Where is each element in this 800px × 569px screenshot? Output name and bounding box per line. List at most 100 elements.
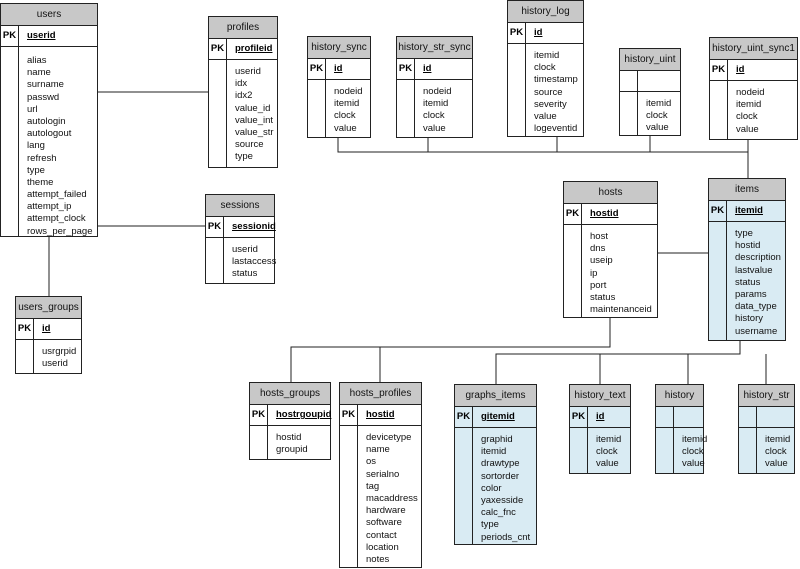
pk-label — [656, 407, 673, 427]
table-title: history_log — [508, 1, 583, 23]
field: itemid — [534, 50, 560, 61]
field: os — [366, 456, 377, 468]
field: software — [366, 517, 402, 529]
primary-key-row: PK id — [397, 59, 472, 80]
link-items-children — [495, 341, 767, 384]
field: clock — [682, 446, 704, 458]
table-title: history_uint — [620, 49, 680, 71]
pk-field — [673, 407, 703, 427]
field: value_id — [235, 102, 271, 114]
pk-label: PK — [309, 63, 324, 74]
field: value — [736, 123, 759, 135]
field: value_int — [235, 114, 274, 126]
field: nodeid — [423, 86, 452, 97]
field: lastvalue — [735, 264, 773, 276]
field: itemid — [596, 434, 622, 445]
pk-label: PK — [509, 27, 524, 38]
field: clock — [423, 110, 445, 122]
field: value — [596, 458, 619, 470]
field: idx2 — [235, 90, 253, 102]
field: serialno — [366, 468, 400, 480]
field: graphid — [481, 434, 513, 445]
field: source — [534, 86, 563, 98]
table-title: users_groups — [16, 297, 81, 319]
field: userid — [42, 358, 68, 370]
field: clock — [334, 110, 356, 122]
field: theme — [27, 176, 54, 188]
field: hostid — [735, 240, 761, 252]
field: host — [590, 231, 608, 242]
field: itemid — [481, 446, 507, 458]
pk-label: PK — [456, 411, 471, 422]
field: attempt_failed — [27, 189, 87, 201]
field: contact — [366, 529, 397, 541]
table-title: history_uint_sync1 — [710, 38, 797, 60]
field: type — [481, 519, 499, 531]
field: macaddress — [366, 492, 418, 504]
pk-field: id — [587, 407, 630, 427]
primary-key-row: PK hostid — [564, 204, 657, 225]
field: type — [735, 228, 753, 239]
field: maintenanceid — [590, 304, 652, 316]
field: devicetype — [366, 432, 412, 443]
field: tag — [366, 480, 380, 492]
table-title: hosts_groups — [250, 383, 330, 405]
field: value — [646, 122, 669, 134]
pk-field: itemid — [726, 201, 785, 221]
pk-field: sessionid — [223, 217, 276, 237]
field: port — [590, 279, 607, 291]
field: itemid — [736, 99, 762, 111]
field: notes — [366, 553, 390, 565]
field: yaxesside — [481, 494, 524, 506]
field: location — [366, 541, 399, 553]
primary-key-row: PK hostrgoupid — [250, 405, 331, 426]
field: itemid — [334, 98, 360, 110]
primary-key-row: PK hostid — [340, 405, 421, 426]
pk-label: PK — [565, 208, 580, 219]
field: status — [232, 268, 258, 280]
pk-field: id — [727, 60, 797, 80]
field: idx — [235, 78, 248, 90]
pk-field: id — [525, 23, 583, 43]
field: refresh — [27, 152, 57, 164]
field: type — [27, 164, 45, 176]
field: type — [235, 151, 253, 163]
field: clock — [736, 111, 758, 123]
table-title: history_str — [739, 385, 794, 407]
link-hosts-children — [290, 318, 611, 382]
field: userid — [232, 244, 258, 255]
field: nodeid — [736, 87, 765, 98]
field: username — [735, 325, 778, 337]
primary-key-row: PK sessionid — [206, 217, 276, 238]
pk-field — [637, 71, 680, 91]
table-title: history_sync — [308, 37, 370, 59]
pk-label: PK — [251, 409, 266, 420]
pk-field: hostrgoupid — [267, 405, 331, 425]
field: dns — [590, 243, 606, 255]
field: clock — [596, 446, 618, 458]
field: params — [735, 288, 767, 300]
table-title: sessions — [206, 195, 274, 217]
field: description — [735, 252, 781, 264]
field: calc_fnc — [481, 507, 516, 519]
pk-label: PK — [710, 205, 725, 216]
